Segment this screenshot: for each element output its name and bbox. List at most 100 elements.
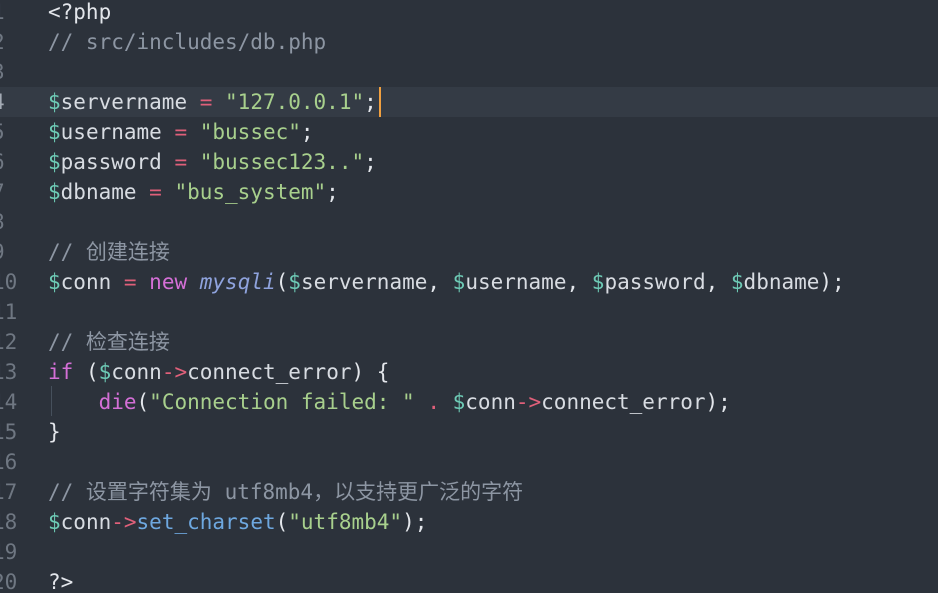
code-token: $ bbox=[48, 150, 61, 174]
line-number: 19 bbox=[0, 540, 18, 564]
line-number: 8 bbox=[0, 207, 20, 237]
code-token: } bbox=[48, 420, 61, 444]
code-token: -> bbox=[161, 360, 188, 384]
code-token: $ bbox=[452, 270, 466, 294]
code-token: $ bbox=[48, 120, 61, 144]
code-text: // src/includes/db.php bbox=[48, 27, 326, 57]
code-token: $ bbox=[98, 360, 112, 384]
code-text: $servername = "127.0.0.1"; bbox=[48, 87, 381, 117]
code-token: ( bbox=[136, 390, 150, 414]
code-token: $ bbox=[730, 270, 744, 294]
line-number: 13 bbox=[0, 360, 18, 384]
line-number: 1 bbox=[0, 0, 20, 27]
code-token: die bbox=[98, 390, 137, 414]
code-token: "127.0.0.1" bbox=[225, 90, 365, 114]
code-line[interactable]: 13 if ($conn->connect_error) { bbox=[0, 357, 938, 387]
code-token: ( bbox=[73, 360, 99, 384]
code-line[interactable]: 4 $servername = "127.0.0.1"; bbox=[0, 87, 938, 117]
code-token: <?php bbox=[48, 0, 112, 24]
code-token: ; bbox=[364, 90, 377, 114]
line-number: 2 bbox=[0, 27, 20, 57]
code-line[interactable]: 8 bbox=[0, 207, 938, 237]
code-token: username bbox=[60, 120, 162, 144]
code-token: connect_error bbox=[187, 360, 352, 384]
code-line[interactable]: 14 die("Connection failed: " . $conn->co… bbox=[0, 387, 938, 417]
code-token: set_charset bbox=[136, 510, 276, 534]
code-token: $ bbox=[591, 270, 605, 294]
code-line[interactable]: 2 // src/includes/db.php bbox=[0, 27, 938, 57]
line-number: 9 bbox=[0, 237, 20, 267]
code-token: if bbox=[48, 360, 74, 384]
code-token: , bbox=[705, 270, 731, 294]
code-text: if ($conn->connect_error) { bbox=[48, 357, 389, 387]
code-line[interactable]: 15} bbox=[0, 417, 938, 447]
line-number: 14 bbox=[0, 390, 18, 414]
code-token: = bbox=[136, 180, 175, 204]
text-caret bbox=[378, 87, 381, 117]
code-token: ); bbox=[705, 390, 731, 414]
code-token: connect_error bbox=[541, 390, 706, 414]
code-line[interactable]: 20?> bbox=[0, 567, 938, 593]
code-line[interactable]: 12 // 检查连接 bbox=[0, 327, 938, 357]
code-token: = bbox=[111, 270, 150, 294]
code-token: dbname bbox=[60, 180, 137, 204]
code-token: dbname bbox=[743, 270, 820, 294]
line-number: 6 bbox=[0, 147, 20, 177]
line-number: 4 bbox=[0, 87, 20, 117]
code-token: username bbox=[465, 270, 567, 294]
line-number: 11 bbox=[0, 300, 18, 324]
line-number: 15 bbox=[0, 420, 18, 444]
code-token: new bbox=[149, 270, 188, 294]
code-line[interactable]: 5 $username = "bussec"; bbox=[0, 117, 938, 147]
code-token: "bussec" bbox=[199, 120, 301, 144]
code-token: conn bbox=[111, 360, 162, 384]
code-line[interactable]: 10$conn = new mysqli($servername, $usern… bbox=[0, 267, 938, 297]
line-number: 16 bbox=[0, 450, 18, 474]
code-text: } bbox=[48, 417, 61, 447]
code-line[interactable]: 17 // 设置字符集为 utf8mb4，以支持更广泛的字符 bbox=[0, 477, 938, 507]
code-token: servername bbox=[300, 270, 428, 294]
code-text: $username = "bussec"; bbox=[48, 117, 314, 147]
code-token: = bbox=[187, 90, 226, 114]
code-text: <?php bbox=[48, 0, 111, 27]
code-token: $ bbox=[48, 90, 61, 114]
code-line[interactable]: 9// 创建连接 bbox=[0, 237, 938, 267]
line-number: 7 bbox=[0, 177, 20, 207]
code-token: $ bbox=[288, 270, 301, 294]
code-token: password bbox=[60, 150, 162, 174]
code-line[interactable]: 6$password = "bussec123.."; bbox=[0, 147, 938, 177]
code-line[interactable]: 18 $conn->set_charset("utf8mb4"); bbox=[0, 507, 938, 537]
code-token: ?> bbox=[48, 570, 74, 593]
line-number: 5 bbox=[0, 117, 20, 147]
code-text: $conn->set_charset("utf8mb4"); bbox=[48, 507, 427, 537]
code-token: // 设置字符集为 utf8mb4，以支持更广泛的字符 bbox=[48, 480, 524, 504]
code-token: -> bbox=[515, 390, 542, 414]
code-line[interactable]: 19 bbox=[0, 537, 938, 567]
code-line[interactable]: 11 bbox=[0, 297, 938, 327]
line-number: 17 bbox=[0, 480, 18, 504]
indent-guide bbox=[51, 386, 52, 416]
line-number: 18 bbox=[0, 510, 18, 534]
code-token: $ bbox=[48, 270, 61, 294]
code-token: , bbox=[427, 270, 453, 294]
code-token: ( bbox=[275, 270, 289, 294]
code-line[interactable]: 3 bbox=[0, 57, 938, 87]
code-text: ?> bbox=[48, 567, 73, 593]
code-token: password bbox=[604, 270, 706, 294]
code-token: // src/includes/db.php bbox=[48, 30, 327, 54]
code-token: = bbox=[161, 120, 200, 144]
line-number: 12 bbox=[0, 330, 18, 354]
code-token: // 检查连接 bbox=[48, 330, 170, 354]
code-token: ; bbox=[364, 150, 377, 174]
code-token: ); bbox=[819, 270, 845, 294]
code-line[interactable]: 7$dbname = "bus_system"; bbox=[0, 177, 938, 207]
code-line[interactable]: 1 <?php bbox=[0, 0, 938, 27]
line-number: 3 bbox=[0, 57, 20, 87]
code-token: $ bbox=[48, 180, 61, 204]
code-token: ( bbox=[275, 510, 289, 534]
code-token: servername bbox=[60, 90, 188, 114]
code-token: -> bbox=[111, 510, 137, 534]
code-line[interactable]: 16 bbox=[0, 447, 938, 477]
code-token: $ bbox=[48, 510, 61, 534]
